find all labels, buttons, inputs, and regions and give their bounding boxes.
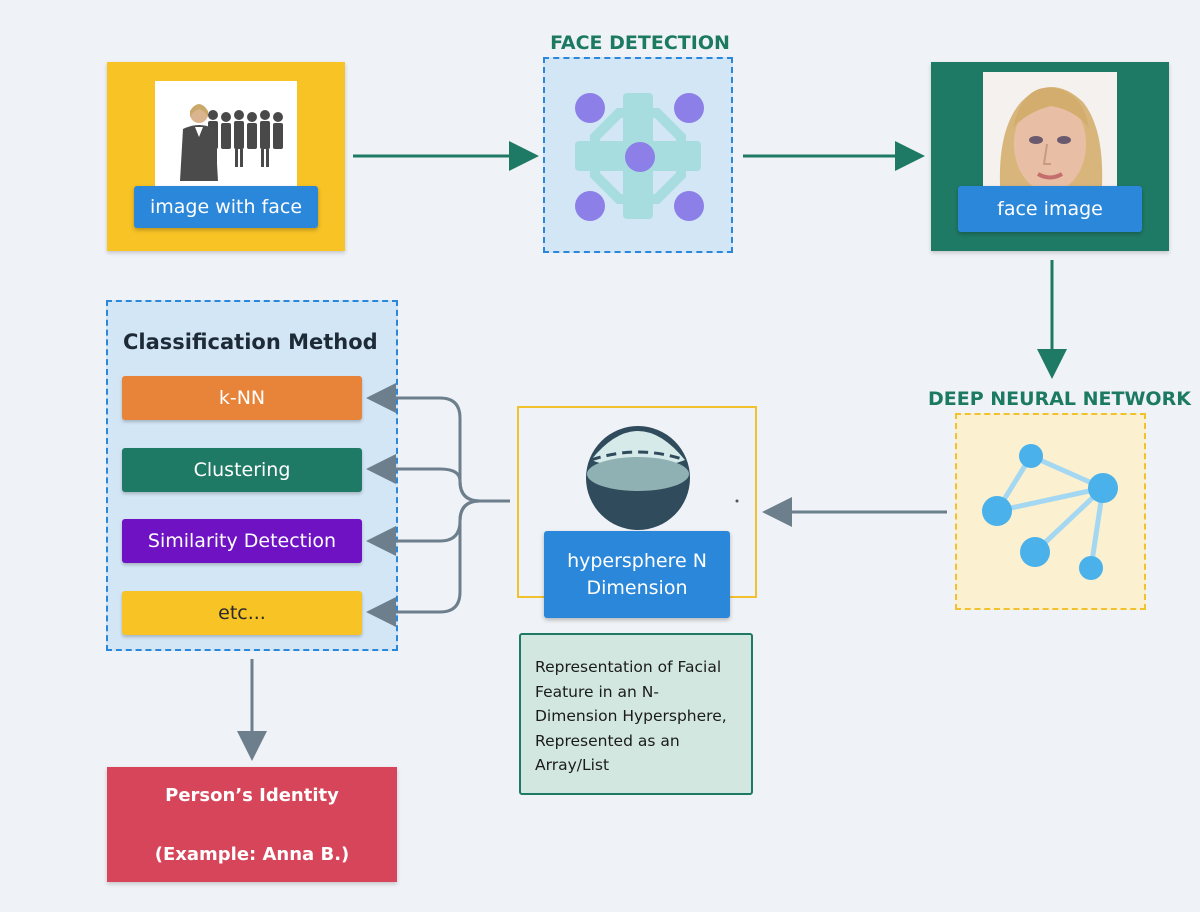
face-detection-box [543,57,733,253]
method-etc: etc... [122,591,362,635]
dnn-title: DEEP NEURAL NETWORK [928,388,1191,410]
method-clustering: Clustering [122,448,362,492]
method-knn-label: k-NN [218,387,266,409]
representation-note: Representation of Facial Feature in an N… [519,633,753,795]
method-similarity-detection: Similarity Detection [122,519,362,563]
face-photo-frame [983,72,1117,202]
neural-network-graph-icon [982,444,1118,580]
source-photo-frame [155,81,297,191]
identity-box: Person’s Identity (Example: Anna B.) [107,767,397,882]
hypersphere-label: hypersphere N Dimension [544,531,730,618]
identity-title: Person’s Identity [165,785,339,806]
method-etc-label: etc... [218,602,266,624]
face-image-label: face image [958,186,1142,232]
method-similarity-label: Similarity Detection [147,530,337,552]
group-of-business-people-image [180,104,283,181]
hypersphere-box [517,406,757,598]
face-detection-title: FACE DETECTION [550,32,730,54]
dnn-box [955,413,1146,610]
hypersphere-label-line2: Dimension [586,576,688,599]
hypersphere-label-line1: hypersphere N [567,549,707,572]
source-image-label-text: image with face [149,196,303,218]
method-clustering-label: Clustering [193,459,291,481]
classification-title: Classification Method [123,330,378,354]
arrows-hypersphere-to-methods [366,383,510,627]
face-detection-grid-icon [575,93,704,221]
woman-face-portrait-image [983,72,1117,202]
identity-example: (Example: Anna B.) [154,844,350,865]
method-knn: k-NN [122,376,362,420]
face-image-label-text: face image [997,198,1103,220]
hypersphere-icon [586,426,739,530]
source-image-label: image with face [134,186,318,228]
representation-text: Representation of Facial Feature in an N… [535,658,727,774]
